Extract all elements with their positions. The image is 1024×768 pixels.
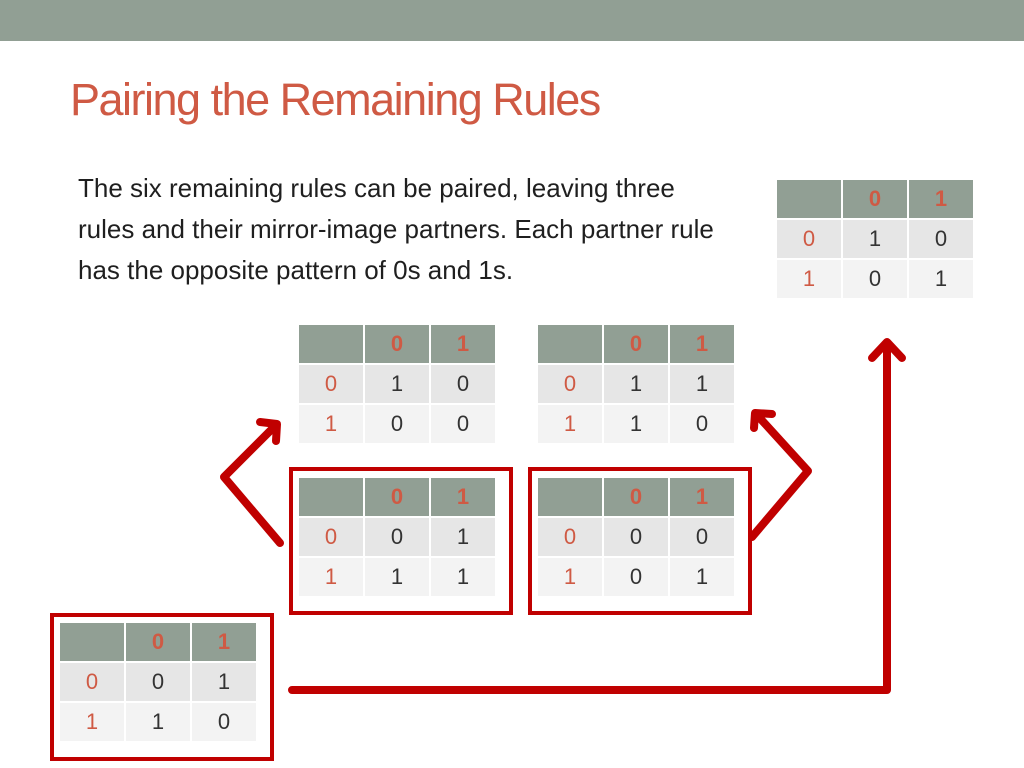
table-header-cell: 0	[604, 478, 668, 516]
table-cell: 0	[670, 518, 734, 556]
table-row-label: 0	[777, 220, 841, 258]
table-row-label: 0	[299, 518, 363, 556]
table-header-blank	[299, 478, 363, 516]
arrow-up-left-head	[256, 418, 281, 445]
table-cell: 0	[431, 405, 495, 443]
table-header-cell: 0	[365, 325, 429, 363]
table-header-cell: 1	[431, 325, 495, 363]
highlight-frame-bottom-left	[50, 613, 274, 761]
table-cell: 0	[670, 405, 734, 443]
table-cell: 0	[431, 365, 495, 403]
table-header-cell: 0	[843, 180, 907, 218]
table-header-cell: 1	[670, 478, 734, 516]
arrow-up-right	[748, 411, 812, 541]
table-row-label: 1	[299, 405, 363, 443]
table-cell: 1	[604, 365, 668, 403]
table-cell: 1	[192, 663, 256, 701]
table-row-label: 0	[299, 365, 363, 403]
table-header-blank	[60, 623, 124, 661]
table-row-label: 1	[299, 558, 363, 596]
table-row-label: 1	[777, 260, 841, 298]
table-cell: 1	[843, 220, 907, 258]
table-header-blank	[299, 325, 363, 363]
table-row-label: 0	[538, 518, 602, 556]
slide-body-text: The six remaining rules can be paired, l…	[78, 173, 714, 285]
table-cell: 1	[365, 365, 429, 403]
arrow-up-left	[220, 422, 284, 547]
top-bar	[0, 0, 1024, 41]
table-cell: 1	[431, 558, 495, 596]
table-header-blank	[538, 478, 602, 516]
table-cell: 1	[431, 518, 495, 556]
table-cell: 1	[909, 260, 973, 298]
table-cell: 0	[365, 518, 429, 556]
table-header-cell: 1	[431, 478, 495, 516]
table-header-cell: 0	[126, 623, 190, 661]
table-header-cell: 0	[365, 478, 429, 516]
table-cell: 0	[192, 703, 256, 741]
slide-title: Pairing the Remaining Rules	[70, 74, 601, 125]
table-header-cell: 1	[909, 180, 973, 218]
table-header-cell: 1	[670, 325, 734, 363]
table-header-blank	[777, 180, 841, 218]
table-row-label: 0	[60, 663, 124, 701]
arrow-long-route-head	[868, 338, 906, 362]
table-cell: 0	[365, 405, 429, 443]
table-row-label: 1	[60, 703, 124, 741]
table-cell: 1	[604, 405, 668, 443]
table-cell: 1	[126, 703, 190, 741]
table-cell: 0	[604, 558, 668, 596]
table-header-cell: 0	[604, 325, 668, 363]
table-cell: 0	[909, 220, 973, 258]
table-header-blank	[538, 325, 602, 363]
table-cell: 1	[365, 558, 429, 596]
table-cell: 0	[126, 663, 190, 701]
table-row-label: 0	[538, 365, 602, 403]
arrow-up-right-head	[750, 409, 776, 432]
table-row-label: 1	[538, 405, 602, 443]
table-cell: 1	[670, 558, 734, 596]
table-cell: 0	[843, 260, 907, 298]
table-cell: 1	[670, 365, 734, 403]
table-row-label: 1	[538, 558, 602, 596]
table-header-cell: 1	[192, 623, 256, 661]
table-cell: 0	[604, 518, 668, 556]
